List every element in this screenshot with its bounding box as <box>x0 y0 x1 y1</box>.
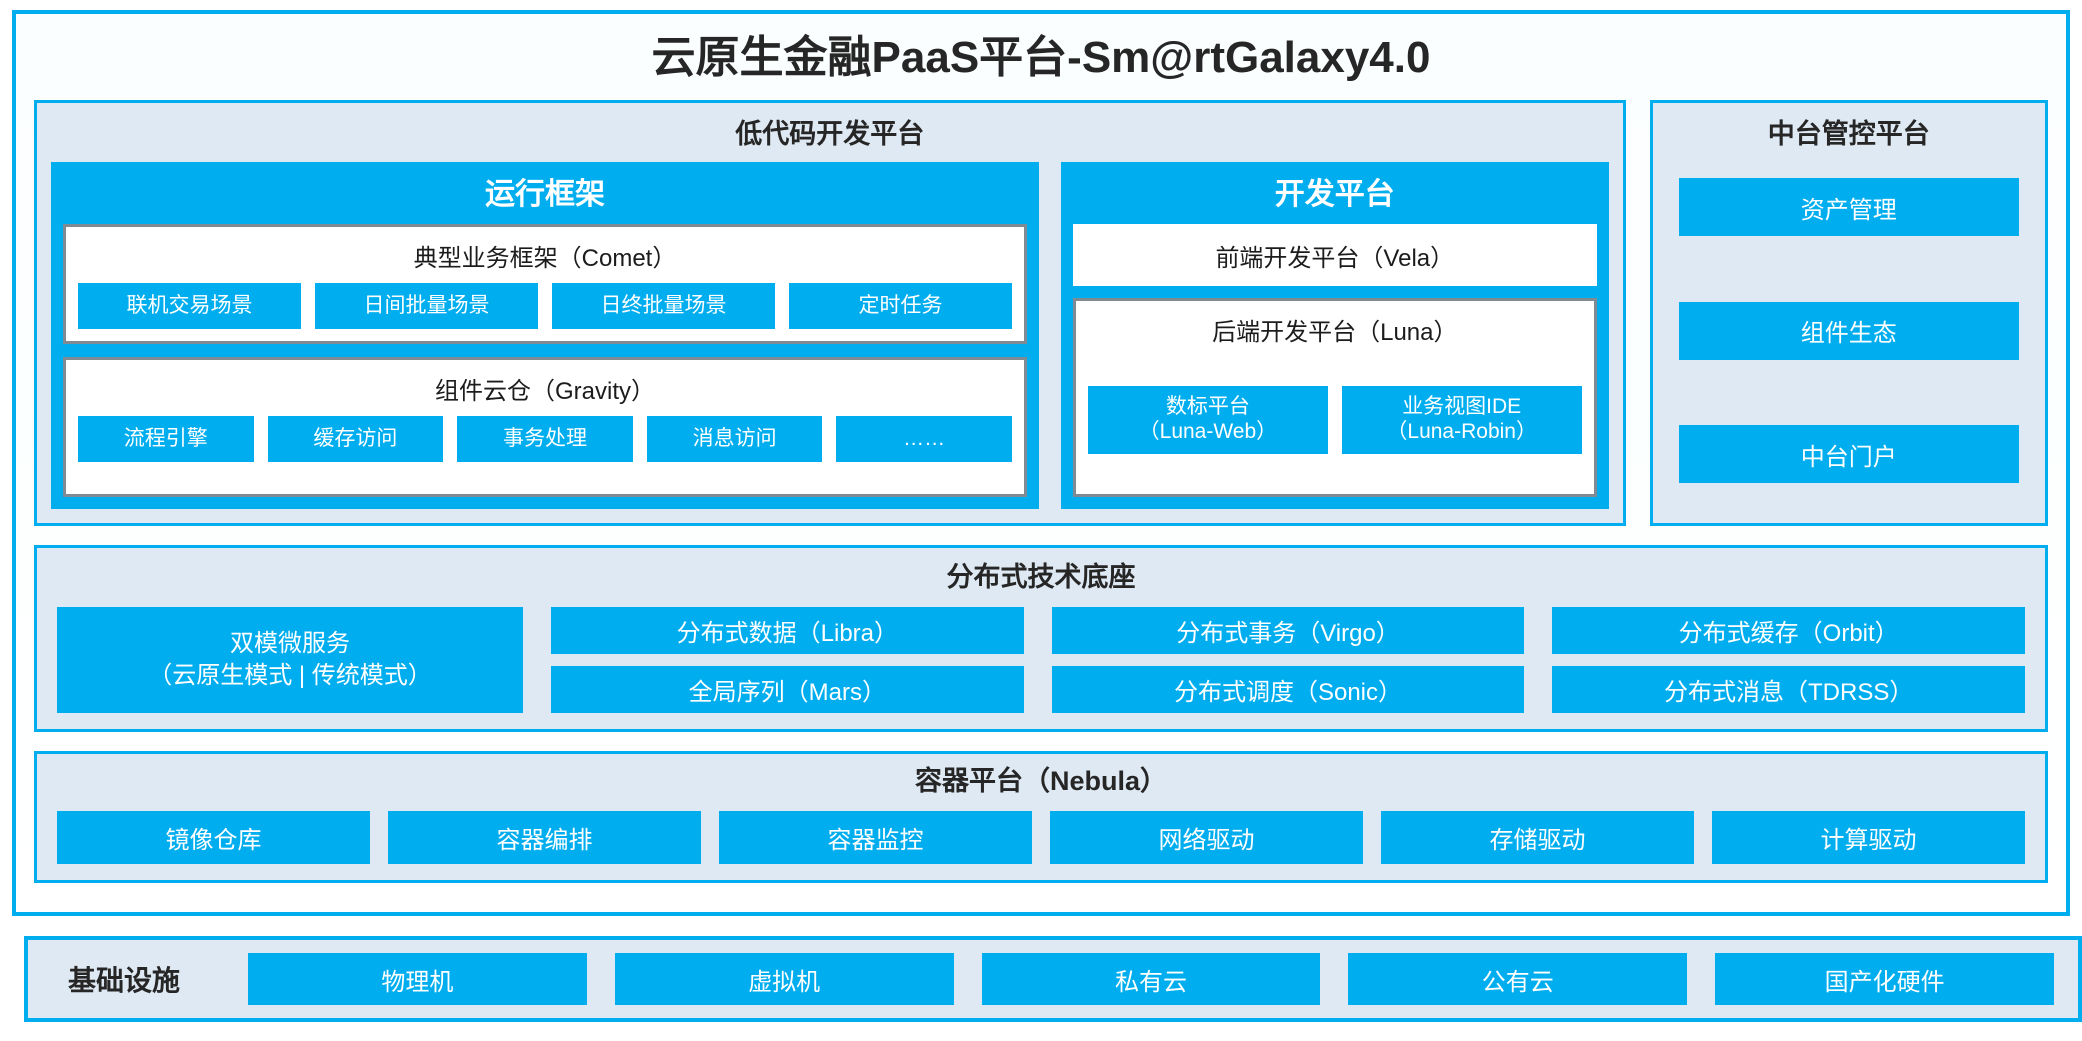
infrastructure-item[interactable]: 公有云 <box>1348 953 1688 1005</box>
distributed-item[interactable]: 分布式消息（TDRSS） <box>1552 666 2026 713</box>
midoffice-item-list: 资产管理 组件生态 中台门户 <box>1678 178 2019 505</box>
gravity-chip[interactable]: 消息访问 <box>646 416 823 462</box>
distributed-base-body: 双模微服务 （云原生模式 | 传统模式） 分布式数据（Libra） 全局序列（M… <box>57 607 2026 713</box>
gravity-chip-list: 流程引擎 缓存访问 事务处理 消息访问 …… <box>78 416 1012 462</box>
luna-robin-chip[interactable]: 业务视图IDE （Luna-Robin） <box>1341 385 1582 454</box>
gravity-chip[interactable]: 缓存访问 <box>267 416 444 462</box>
distributed-base-title: 分布式技术底座 <box>946 562 1136 592</box>
distributed-column-3: 分布式缓存（Orbit） 分布式消息（TDRSS） <box>1552 607 2026 713</box>
lowcode-platform-title: 低代码开发平台 <box>735 119 925 149</box>
luna-web-name: 数标平台 <box>1165 394 1250 418</box>
midoffice-platform-title: 中台管控平台 <box>1767 119 1930 149</box>
dual-mode-line2: （云原生模式 | 传统模式） <box>148 662 432 689</box>
comet-card: 典型业务框架（Comet） 联机交易场景 日间批量场景 日终批量场景 定时任务 <box>63 224 1027 344</box>
distributed-item[interactable]: 全局序列（Mars） <box>551 666 1024 713</box>
luna-robin-name: 业务视图IDE <box>1402 394 1522 418</box>
gravity-chip-ellipsis[interactable]: …… <box>836 416 1012 462</box>
midoffice-item[interactable]: 资产管理 <box>1678 178 2019 236</box>
container-item[interactable]: 镜像仓库 <box>57 811 370 864</box>
comet-chip[interactable]: 定时任务 <box>789 283 1012 329</box>
vela-card[interactable]: 前端开发平台（Vela） <box>1073 224 1597 286</box>
platform-frame: 云原生金融PaaS平台-Sm@rtGalaxy4.0 低代码开发平台 运行框架 … <box>12 10 2070 916</box>
container-item[interactable]: 容器监控 <box>719 811 1032 864</box>
luna-web-code: （Luna-Web） <box>1138 419 1278 443</box>
infrastructure-item[interactable]: 虚拟机 <box>614 953 954 1005</box>
comet-chip-list: 联机交易场景 日间批量场景 日终批量场景 定时任务 <box>78 283 1012 329</box>
comet-chip[interactable]: 日终批量场景 <box>552 283 775 329</box>
infrastructure-label: 基础设施 <box>68 965 181 996</box>
lowcode-body: 运行框架 典型业务框架（Comet） 联机交易场景 日间批量场景 日终批量场景 … <box>51 162 1609 509</box>
container-item[interactable]: 计算驱动 <box>1712 811 2025 864</box>
dev-platform-title: 开发平台 <box>1274 178 1395 211</box>
comet-title: 典型业务框架（Comet） <box>413 245 677 272</box>
runtime-framework-box: 运行框架 典型业务框架（Comet） 联机交易场景 日间批量场景 日终批量场景 … <box>51 162 1039 509</box>
infrastructure-item[interactable]: 私有云 <box>981 953 1321 1005</box>
infrastructure-item[interactable]: 物理机 <box>248 953 587 1005</box>
gravity-chip[interactable]: 流程引擎 <box>78 416 254 462</box>
luna-title: 后端开发平台（Luna） <box>1212 319 1458 346</box>
dev-platform-box: 开发平台 前端开发平台（Vela） 后端开发平台（Luna） 数标平台 （Lun… <box>1061 162 1609 509</box>
midoffice-platform-panel: 中台管控平台 资产管理 组件生态 中台门户 <box>1649 100 2048 526</box>
container-item[interactable]: 容器编排 <box>388 811 701 864</box>
container-item[interactable]: 存储驱动 <box>1381 811 1694 864</box>
lowcode-platform-panel: 低代码开发平台 运行框架 典型业务框架（Comet） 联机交易场景 日间批量场景… <box>34 100 1626 526</box>
container-item[interactable]: 网络驱动 <box>1050 811 1363 864</box>
top-row: 低代码开发平台 运行框架 典型业务框架（Comet） 联机交易场景 日间批量场景… <box>34 100 2048 526</box>
luna-card: 后端开发平台（Luna） 数标平台 （Luna-Web） 业务视图IDE （Lu… <box>1073 298 1597 497</box>
distributed-item[interactable]: 分布式数据（Libra） <box>551 607 1024 654</box>
container-platform-panel: 容器平台（Nebula） 镜像仓库 容器编排 容器监控 网络驱动 存储驱动 计算… <box>34 751 2048 883</box>
gravity-title: 组件云仓（Gravity） <box>434 378 655 405</box>
distributed-item[interactable]: 分布式缓存（Orbit） <box>1552 607 2026 654</box>
luna-chip-list: 数标平台 （Luna-Web） 业务视图IDE （Luna-Robin） <box>1088 357 1582 482</box>
distributed-item[interactable]: 分布式调度（Sonic） <box>1051 666 1525 713</box>
dual-mode-line1: 双模微服务 <box>230 629 350 657</box>
page-title: 云原生金融PaaS平台-Sm@rtGalaxy4.0 <box>651 33 1431 82</box>
comet-chip[interactable]: 联机交易场景 <box>78 283 301 329</box>
distributed-column-2: 分布式事务（Virgo） 分布式调度（Sonic） <box>1051 607 1525 713</box>
luna-web-chip[interactable]: 数标平台 （Luna-Web） <box>1088 385 1328 454</box>
runtime-framework-title: 运行框架 <box>485 178 605 211</box>
gravity-chip[interactable]: 事务处理 <box>457 416 633 462</box>
comet-chip[interactable]: 日间批量场景 <box>315 283 538 329</box>
distributed-base-panel: 分布式技术底座 双模微服务 （云原生模式 | 传统模式） 分布式数据（Libra… <box>34 545 2048 732</box>
midoffice-item[interactable]: 中台门户 <box>1678 425 2019 483</box>
luna-robin-code: （Luna-Robin） <box>1386 419 1537 443</box>
distributed-item[interactable]: 分布式事务（Virgo） <box>1051 607 1525 654</box>
infrastructure-item-list: 物理机 虚拟机 私有云 公有云 国产化硬件 <box>248 953 2054 1005</box>
container-platform-title: 容器平台（Nebula） <box>914 766 1168 796</box>
infrastructure-panel: 基础设施 物理机 虚拟机 私有云 公有云 国产化硬件 <box>24 936 2082 1022</box>
gravity-card: 组件云仓（Gravity） 流程引擎 缓存访问 事务处理 消息访问 …… <box>63 357 1027 497</box>
infrastructure-item[interactable]: 国产化硬件 <box>1715 953 2054 1005</box>
dual-mode-microservice-card[interactable]: 双模微服务 （云原生模式 | 传统模式） <box>57 607 523 713</box>
container-item-list: 镜像仓库 容器编排 容器监控 网络驱动 存储驱动 计算驱动 <box>57 811 2025 864</box>
midoffice-item[interactable]: 组件生态 <box>1678 301 2019 360</box>
distributed-column-1: 分布式数据（Libra） 全局序列（Mars） <box>551 607 1024 713</box>
